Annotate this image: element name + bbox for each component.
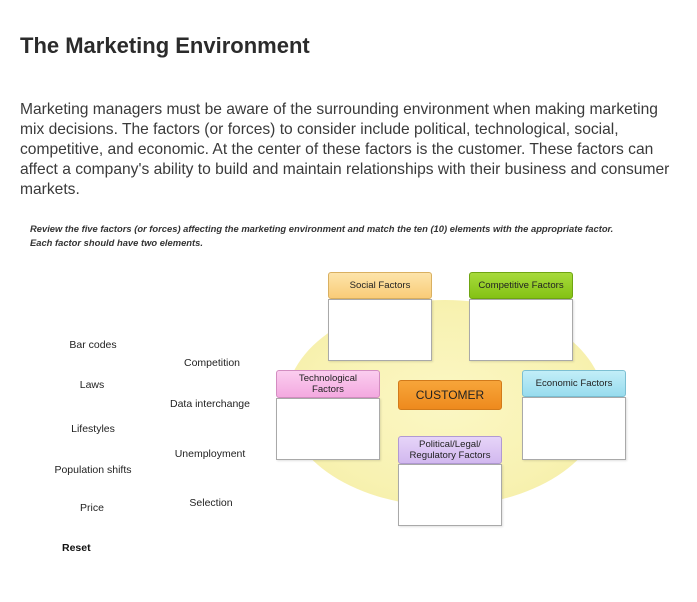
competitive-factors-label: Competitive Factors [478, 280, 564, 291]
reset-button[interactable]: Reset [62, 542, 91, 554]
element-lifestyles[interactable]: Lifestyles [71, 423, 115, 435]
political-factors-dropzone[interactable] [398, 464, 502, 526]
economic-factors-label: Economic Factors [535, 378, 613, 389]
social-factors-dropzone[interactable] [328, 299, 432, 361]
element-bar-codes[interactable]: Bar codes [69, 339, 117, 351]
technological-factors-dropzone[interactable] [276, 398, 380, 460]
customer-label: CUSTOMER [415, 388, 485, 402]
social-factors-header: Social Factors [328, 272, 432, 299]
economic-factors-dropzone[interactable] [522, 397, 626, 460]
economic-factors-header: Economic Factors [522, 370, 626, 397]
page-title: The Marketing Environment [20, 33, 310, 58]
political-factors-label: Political/Legal/ Regulatory Factors [409, 439, 491, 461]
social-factors-label: Social Factors [349, 280, 411, 291]
element-data-interchange[interactable]: Data interchange [170, 398, 250, 410]
element-unemployment[interactable]: Unemployment [174, 448, 246, 460]
competitive-factors-header: Competitive Factors [469, 272, 573, 299]
instructions-text: Review the five factors (or forces) affe… [30, 223, 614, 248]
political-factors-header: Political/Legal/ Regulatory Factors [398, 436, 502, 464]
intro-paragraph: Marketing managers must be aware of the … [20, 101, 670, 198]
element-laws[interactable]: Laws [79, 379, 105, 391]
customer-box: CUSTOMER [398, 380, 502, 410]
technological-factors-label: Technological Factors [298, 373, 358, 395]
element-competition[interactable]: Competition [183, 357, 241, 369]
element-population-shifts[interactable]: Population shifts [54, 464, 132, 476]
technological-factors-header: Technological Factors [276, 370, 380, 398]
competitive-factors-dropzone[interactable] [469, 299, 573, 361]
element-selection[interactable]: Selection [189, 497, 233, 509]
element-price[interactable]: Price [80, 502, 104, 514]
